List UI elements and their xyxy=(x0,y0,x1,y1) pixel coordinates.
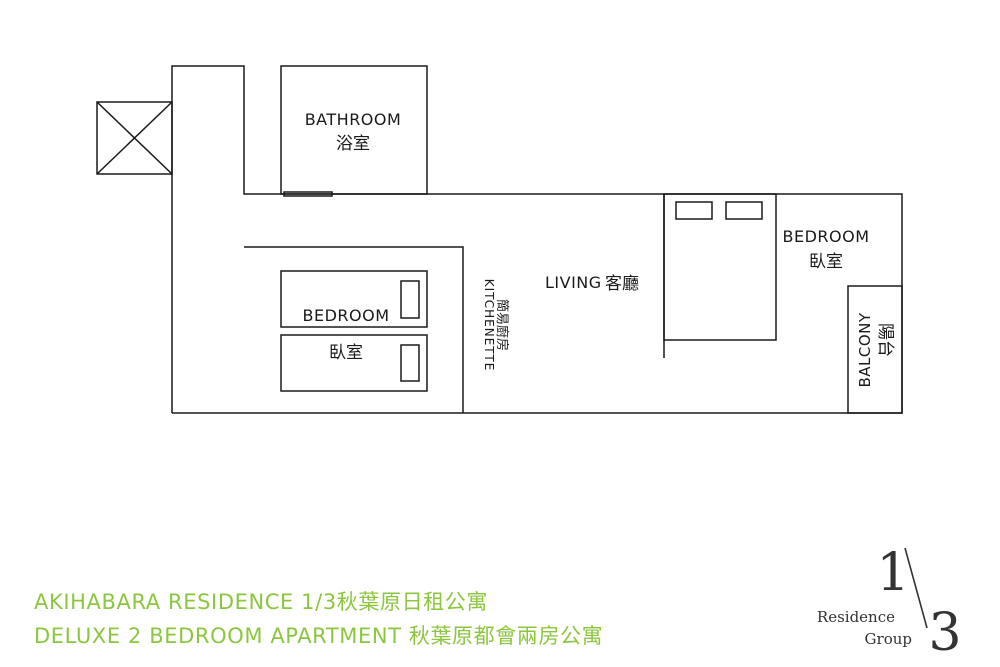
bed-lower xyxy=(280,334,428,392)
kitchenette-label-zh: 簡易廚房 xyxy=(494,299,510,351)
bedroom-left-label-zh: 臥室 xyxy=(329,343,363,363)
bathroom-door xyxy=(283,191,333,197)
pillow-upper xyxy=(400,280,420,319)
footer-line-1: AKIHABARA RESIDENCE 1/3秋葉原日租公寓 xyxy=(34,590,488,614)
bedroom-right-label-zh: 臥室 xyxy=(809,252,843,272)
logo-denominator: 3 xyxy=(928,603,961,663)
bathroom-walls xyxy=(280,65,428,195)
shaft-cross-2 xyxy=(96,101,173,175)
footer-line-2: DELUXE 2 BEDROOM APARTMENT 秋葉原都會兩房公寓 xyxy=(34,624,604,648)
bed-right xyxy=(663,193,777,341)
left-bedroom-walls xyxy=(244,246,464,413)
logo-slash xyxy=(904,547,928,629)
living-label-en: LIVING xyxy=(545,273,602,292)
bedroom-right-label-en: BEDROOM xyxy=(782,227,869,246)
pillow-right-2 xyxy=(725,201,763,220)
balcony-walls xyxy=(847,285,903,414)
pillow-right-1 xyxy=(675,201,713,220)
bedroom-left-label-en: BEDROOM xyxy=(302,306,389,325)
logo-word-residence: Residence xyxy=(817,608,895,626)
residence-group-logo: 1 3 Residence Group xyxy=(817,543,962,663)
logo-word-group: Group xyxy=(865,630,912,648)
living-label-zh: 客廳 xyxy=(605,274,639,294)
kitchenette-label-en: KITCHENETTE xyxy=(482,279,496,372)
logo-numerator: 1 xyxy=(876,543,909,603)
balcony-label-zh: 陽台 xyxy=(875,323,895,357)
bathroom-label-zh: 浴室 xyxy=(336,134,370,154)
bathroom-label-en: BATHROOM xyxy=(305,110,402,129)
balcony-label-en: BALCONY xyxy=(856,312,874,387)
bed-upper xyxy=(280,270,428,328)
pillow-lower xyxy=(400,344,420,382)
